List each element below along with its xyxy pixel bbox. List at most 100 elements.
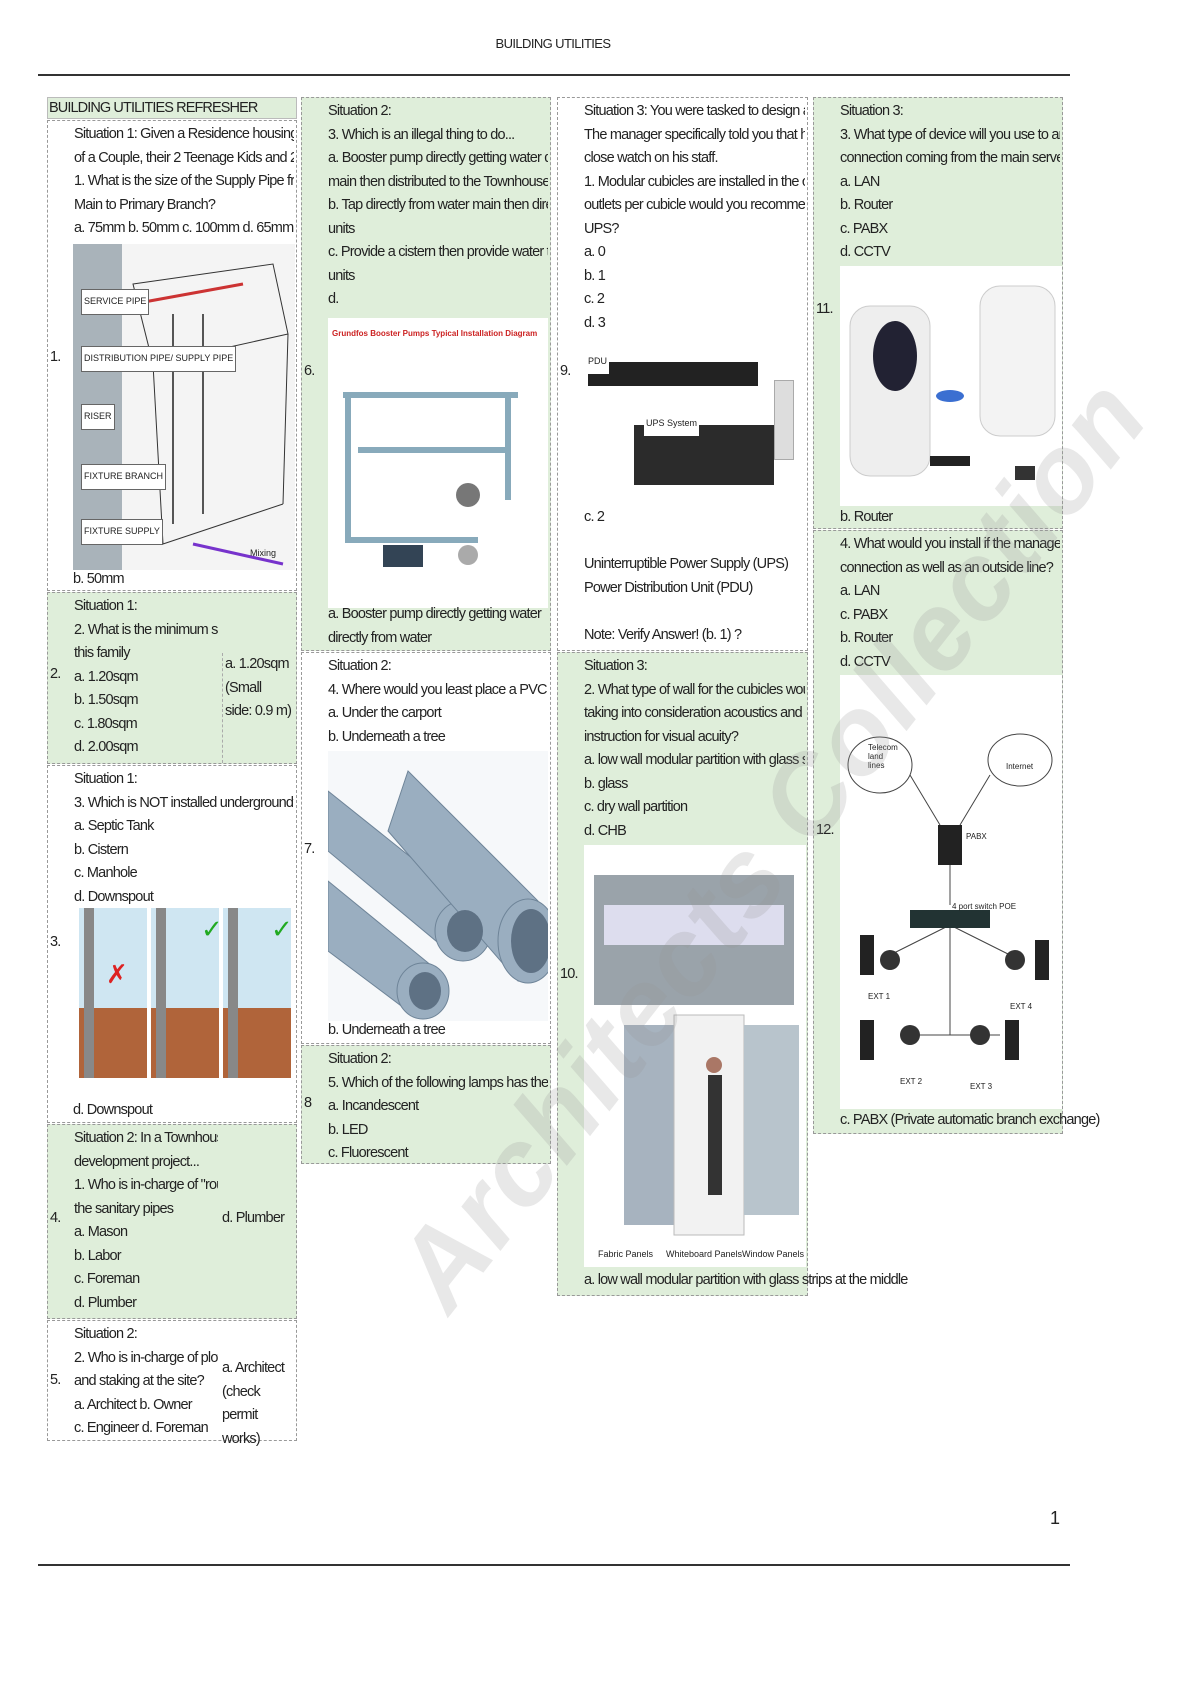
text-line: a. Architect (check [222, 1360, 285, 1400]
text-line: The manager specifically told you that h… [584, 126, 805, 143]
text-line: Situation 1: [74, 771, 138, 787]
text-line: b. Labor [74, 1247, 122, 1264]
question-6: 6. Situation 2: 3. Which is an illegal th… [301, 97, 551, 693]
diagram-label: Fabric Panels [598, 1249, 654, 1259]
text-line: d. [328, 291, 339, 307]
text-line: and staking at the site? [74, 1373, 205, 1389]
diagram-title: Grundfos Booster Pumps Typical Installat… [332, 329, 538, 338]
question-11: 11. Situation 3:3. What type of device w… [813, 97, 1063, 529]
text-line: b. 1.50sqm [74, 692, 139, 708]
text-line: c. dry wall partition [584, 799, 688, 815]
text-line: close watch on his staff. [584, 150, 718, 166]
text-line: c. 2 [584, 291, 605, 307]
diagram-label: Internet [1006, 762, 1034, 771]
diagram-label: EXT 2 [900, 1077, 923, 1086]
text-line: instruction for visual acuity? [584, 728, 739, 745]
text-line: a. Architect b. Owner [74, 1396, 193, 1413]
text-line: development project... [74, 1153, 200, 1170]
answer: b. Underneath a tree [328, 1022, 446, 1038]
text-line: Situation 3: [840, 103, 904, 119]
question-number: 11. [816, 301, 833, 317]
question-4: 4. Situation 2: In a Townhouse developmen… [47, 1124, 297, 1319]
question-number: 4. [50, 1210, 61, 1226]
plumbing-system-diagram-image: SERVICE PIPE DISTRIBUTION PIPE/ SUPPLY P… [73, 244, 295, 570]
svg-text:✗: ✗ [106, 960, 127, 990]
text-line: Situation 3: You were tasked to design a… [584, 103, 805, 119]
footer-rule [38, 1564, 1070, 1566]
text-line [584, 600, 788, 624]
downspout-illustration-image: ✗ ✓ ✓ [76, 908, 291, 1098]
question-number: 5. [50, 1372, 61, 1388]
text-line: a. Under the carport [328, 705, 442, 721]
text-line: b. LED [328, 1121, 368, 1138]
text-line: a. Booster pump directly getting water d… [328, 606, 542, 646]
text-line: c. PABX [840, 606, 888, 623]
text-line: a. Mason [74, 1224, 128, 1240]
text-line: 3. Which is NOT installed underground? [74, 794, 294, 811]
text-line: units [328, 220, 355, 237]
question-number: 6. [304, 363, 315, 379]
text-line: c. PABX [840, 220, 888, 237]
text-line: c. Manhole [74, 865, 138, 881]
text-line: b. Cistern [74, 841, 129, 858]
answer: c. 2 Uninterruptible Power Supply (UPS)P… [584, 506, 789, 647]
question-1: 1. Situation 1: Given a Residence housin… [47, 120, 297, 591]
text-line: a. 0 [584, 244, 606, 260]
text-line: 3. Which is an illegal thing to do... [328, 126, 515, 143]
text-line: a. Incandescent [328, 1098, 419, 1114]
text-line: Situation 2: [328, 1051, 392, 1067]
question-number: 1. [50, 349, 61, 365]
text-line: 4. What would you install if the manager… [840, 536, 1060, 552]
text-line: a. LAN [840, 173, 880, 190]
text-line: Uninterruptible Power Supply (UPS) [584, 556, 789, 572]
text-line: units [328, 267, 355, 284]
diagram-label: Whiteboard Panels [666, 1249, 743, 1259]
booster-pump-diagram-image: Grundfos Booster Pumps Typical Installat… [328, 318, 548, 608]
text-line: d. 2.00sqm [74, 739, 139, 755]
text-line: main then distributed to the Townhouse u… [328, 173, 548, 190]
diagram-label: FIXTURE BRANCH [81, 464, 167, 490]
question-12: 12. 4. What would you install if the man… [813, 530, 1100, 1134]
text-line: 5. Which of the following lamps has the … [328, 1074, 548, 1091]
text-line: a. low wall modular partition with glass… [584, 752, 805, 768]
text-line: Situation 2: [328, 658, 392, 674]
text-line: Situation 1: Given a Residence housing a… [74, 126, 294, 142]
page-title: BUILDING UTILITIES [495, 36, 611, 51]
diagram-label: 4 port switch POE [952, 902, 1017, 911]
svg-text:✓: ✓ [271, 915, 291, 945]
question-number: 3. [50, 934, 61, 950]
diagram-label: SERVICE PIPE [81, 289, 150, 315]
text-line: c. Engineer d. Foreman [74, 1420, 209, 1436]
office-cubicles-image: Fabric Panels Whiteboard Panels Window P… [584, 845, 806, 1267]
text-line: Situation 2: In a Townhouse [74, 1130, 218, 1146]
text-line: Note: Verify Answer! (b. 1) ? [584, 626, 742, 643]
svg-text:✓: ✓ [201, 915, 222, 945]
diagram-label: Window Panels [742, 1249, 805, 1259]
text-line: d. CCTV [840, 244, 891, 260]
pabx-network-diagram-image: Telecom land lines Internet PABX 4 port … [840, 675, 1062, 1109]
text-line: UPS? [584, 220, 619, 237]
ups-pdu-image: PDU UPS System [584, 350, 806, 505]
text-line: Situation 2: [328, 103, 392, 119]
question-number: 2. [50, 666, 61, 682]
text-line: 1. What is the size of the Supply Pipe f… [74, 173, 294, 189]
answer: c. PABX (Private automatic branch exchan… [840, 1112, 1100, 1128]
text-line: permit works) [222, 1407, 261, 1447]
diagram-label: UPS System [644, 412, 700, 436]
text-line: d. CHB [584, 822, 627, 839]
answer: b. 50mm [73, 571, 125, 587]
text-line: a. 75mm b. 50mm c. 100mm d. 65mm. [74, 220, 294, 236]
question-number: 12. [816, 822, 835, 838]
text-line: outlets per cubicle would you recommend … [584, 197, 805, 213]
text-line: 1. Modular cubicles are installed in the… [584, 173, 805, 190]
text-line: c. Fluorescent [328, 1145, 409, 1161]
text-line: 2. What is the minimum size of T&B for [74, 621, 218, 638]
header-rule [38, 74, 1070, 76]
text-line: 4. Where would you least place a PVC Pip… [328, 681, 548, 698]
diagram-label: PDU [586, 350, 610, 374]
diagram-label: FIXTURE SUPPLY [81, 519, 163, 545]
question-9: 9. Situation 3: You were tasked to desig… [557, 97, 808, 651]
text-line: a. Booster pump directly getting water d… [328, 150, 548, 166]
diagram-label: RISER [81, 404, 115, 430]
